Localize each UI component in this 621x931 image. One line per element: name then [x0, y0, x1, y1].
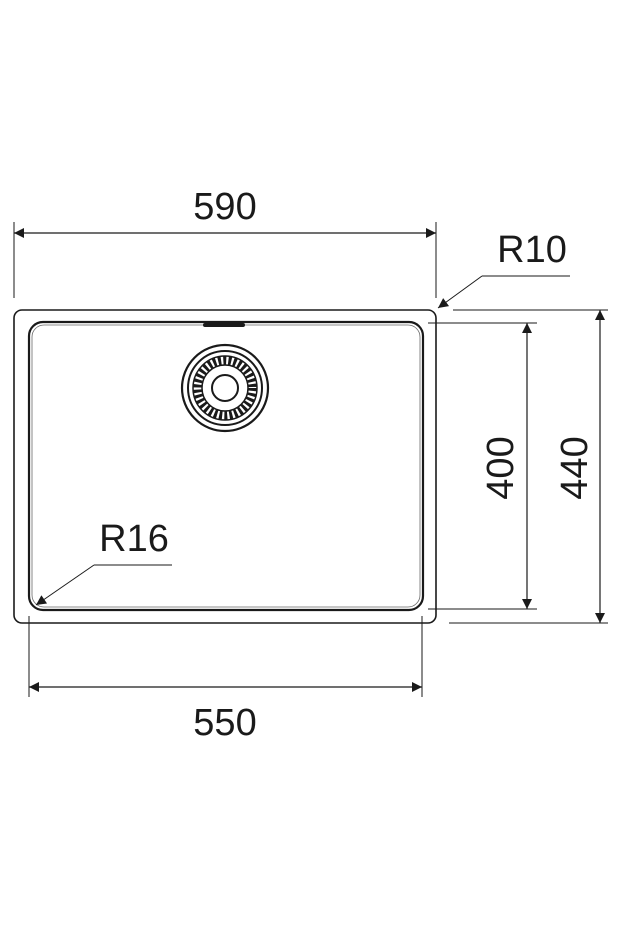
drain-icon [180, 343, 270, 433]
dimension-outer-radius: R10 [437, 229, 570, 309]
overflow-slot [203, 323, 245, 327]
label-550: 550 [193, 702, 256, 744]
label-400: 400 [480, 436, 522, 499]
dimension-inner-depth: 400 [428, 322, 537, 610]
dimension-inner-radius: R16 [35, 518, 172, 606]
dimension-inner-width: 550 [28, 616, 423, 744]
label-r10: R10 [497, 229, 567, 271]
outer-rim [13, 309, 437, 624]
dimension-outer-depth: 440 [449, 309, 608, 624]
label-r16: R16 [99, 518, 169, 560]
label-590: 590 [193, 186, 256, 228]
dimension-outer-width: 590 [13, 186, 437, 298]
label-440: 440 [554, 436, 596, 499]
